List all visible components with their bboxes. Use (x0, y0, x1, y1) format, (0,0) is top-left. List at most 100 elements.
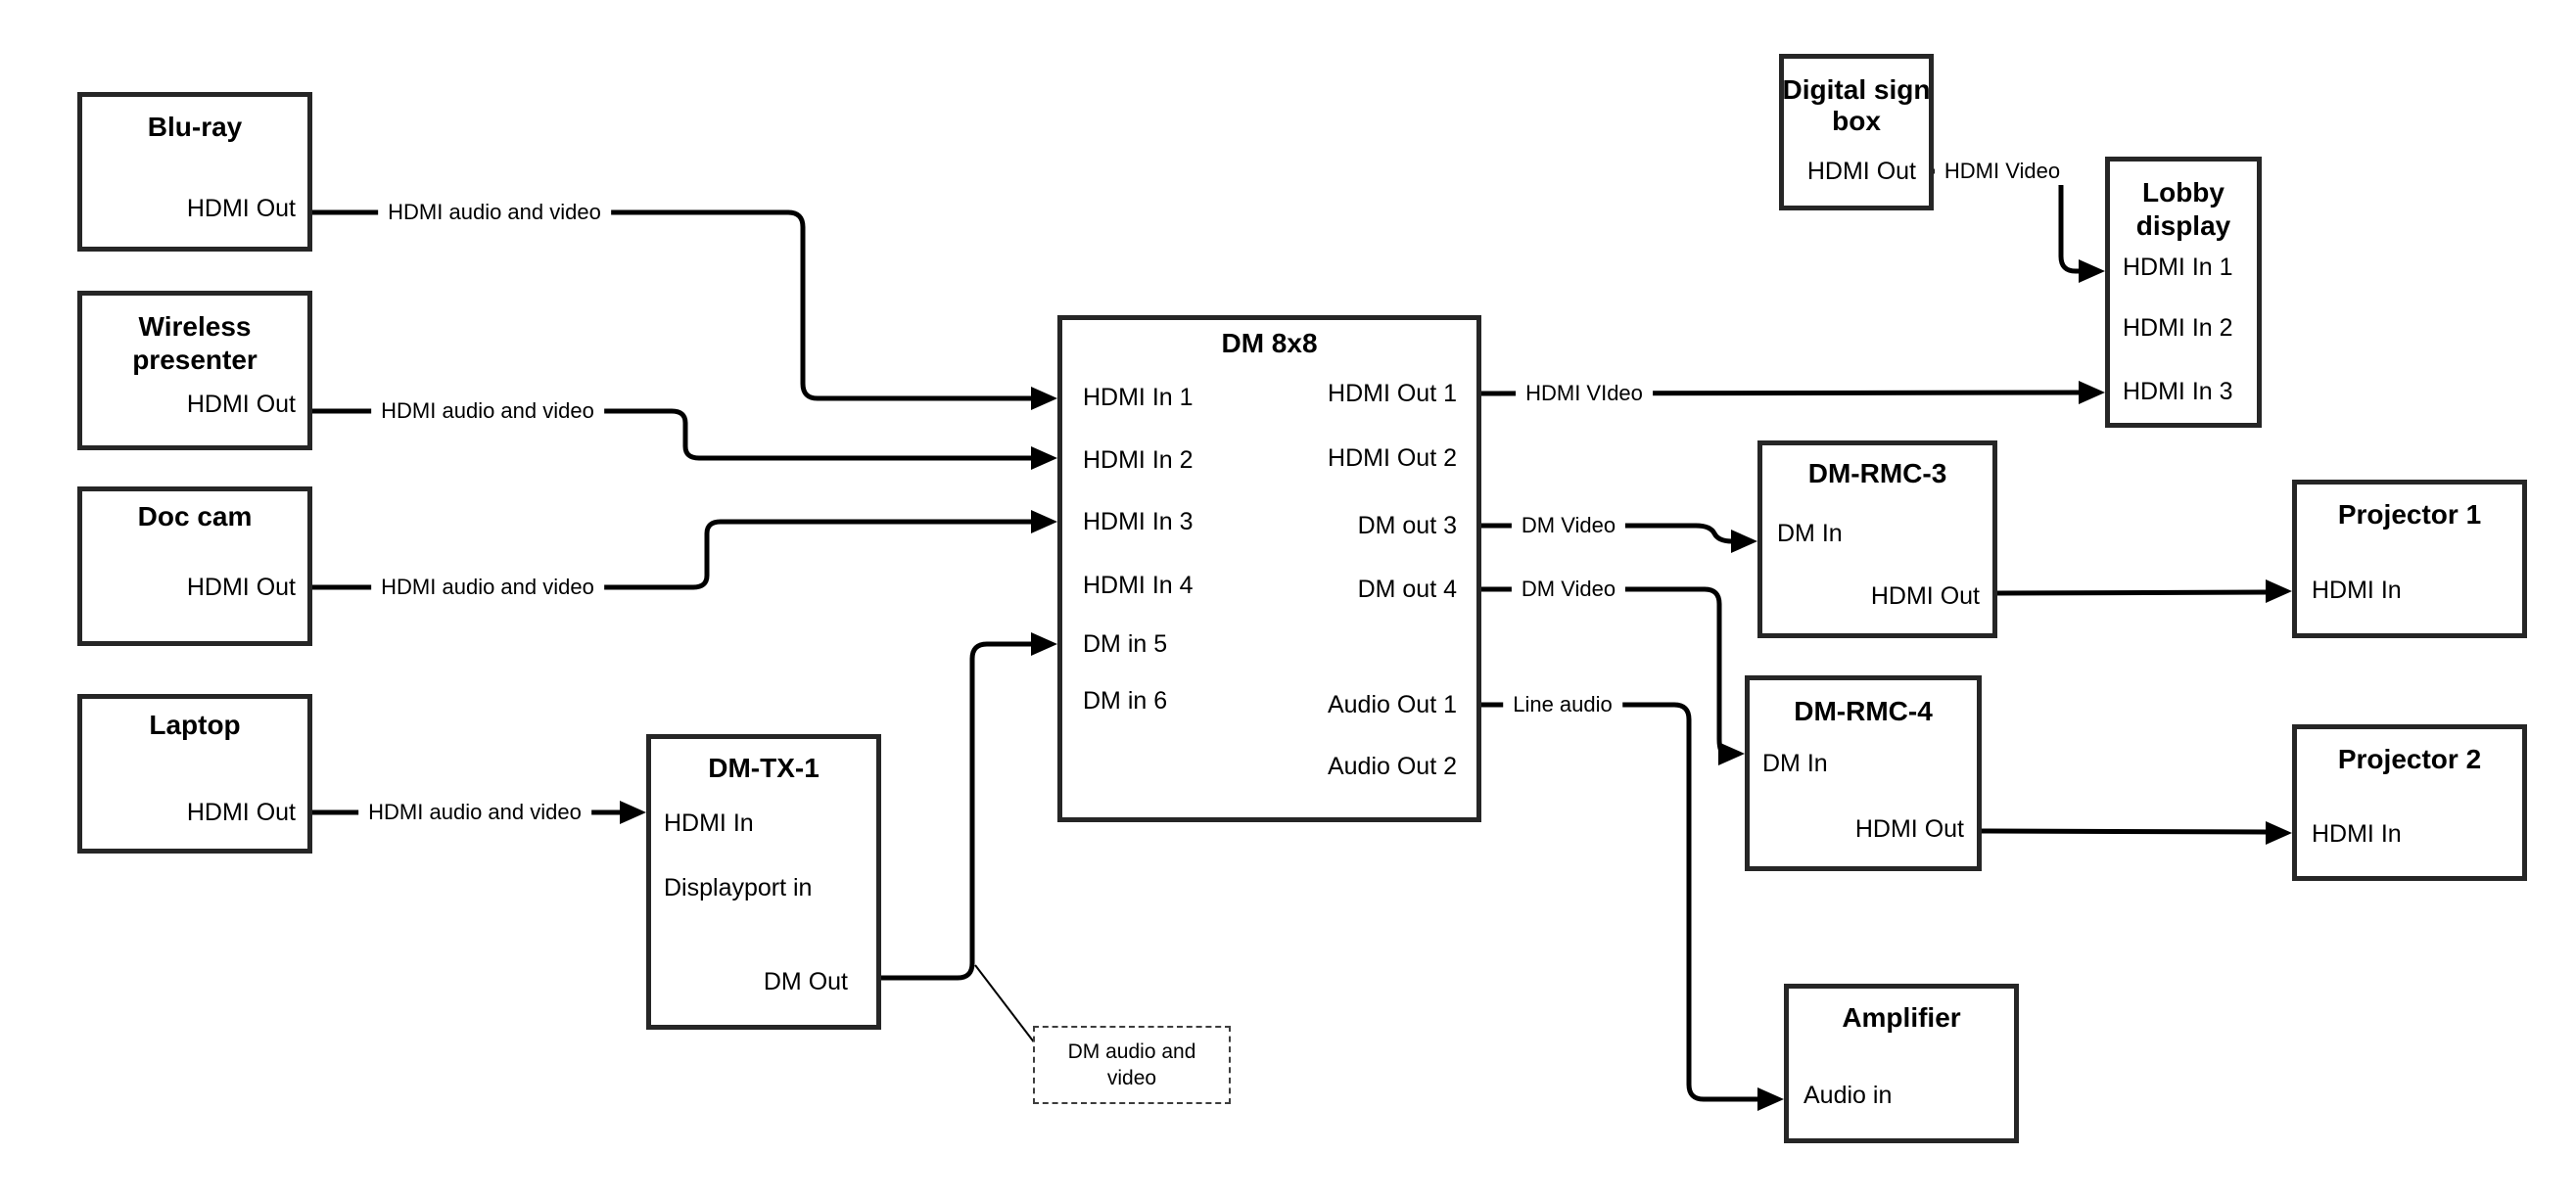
node-title-rmc3: DM-RMC-3 (1807, 458, 1947, 488)
wire-label-dm8x8-to-rmc3: DM Video (1511, 512, 1626, 539)
connector-dmtx1-to-dm8x8[interactable] (881, 632, 1057, 981)
wire-wireless-to-dm8x8[interactable] (312, 408, 1034, 461)
connector-rmc3-to-proj1[interactable] (1996, 579, 2292, 603)
connector-bluray-to-dm8x8[interactable] (312, 209, 1057, 410)
arrowhead-icon (2266, 579, 2292, 603)
node-wireless[interactable] (77, 291, 312, 450)
wire-dmtx1-to-dm8x8[interactable] (881, 641, 1034, 981)
port-doccam-hdmi-out: HDMI Out (186, 574, 296, 601)
wire-label-dm8x8-to-amplifier: Line audio (1503, 691, 1622, 718)
connector-dm8x8-to-amplifier[interactable] (1481, 702, 1784, 1111)
wire-label-dm8x8-to-rmc4: DM Video (1511, 576, 1626, 603)
port-lobby-hdmi-in-1: HDMI In 1 (2123, 254, 2233, 281)
port-dm8x8-audio-out-2: Audio Out 2 (1327, 753, 1457, 780)
arrowhead-icon (1718, 742, 1745, 765)
wire-label-bluray-to-dm8x8: HDMI audio and video (378, 199, 611, 226)
node-title-dm8x8: DM 8x8 (1221, 328, 1318, 358)
port-dmtx1-hdmi-in: HDMI In (664, 809, 754, 837)
wire-doccam-to-dm8x8[interactable] (312, 519, 1034, 590)
port-digital-sign-hdmi-out: HDMI Out (1806, 158, 1916, 185)
arrowhead-icon (1031, 387, 1057, 410)
node-laptop[interactable] (77, 694, 312, 854)
arrowhead-icon (1731, 530, 1757, 553)
port-dmtx1-displayport-in: Displayport in (664, 874, 813, 901)
port-dmtx1-dm-out: DM Out (763, 968, 848, 995)
node-title-digital-sign-line1: Digital sign (1782, 74, 1931, 105)
port-proj2-hdmi-in: HDMI In (2312, 820, 2402, 848)
arrowhead-icon (2079, 381, 2105, 404)
wire-digital-sign-to-lobby[interactable] (1934, 168, 2082, 274)
arrowhead-icon (620, 801, 646, 824)
port-amplifier-audio-in: Audio in (1803, 1082, 1893, 1109)
port-dm8x8-dm-in-5: DM in 5 (1083, 630, 1168, 658)
node-title-rmc4: DM-RMC-4 (1794, 696, 1933, 726)
port-rmc3-dm-in: DM In (1777, 520, 1843, 547)
node-title-dmtx1: DM-TX-1 (708, 753, 820, 783)
port-dm8x8-hdmi-out-2: HDMI Out 2 (1328, 444, 1457, 472)
wire-rmc4-to-proj2[interactable] (1981, 828, 2269, 835)
wire-label-laptop-to-dmtx1: HDMI audio and video (358, 799, 591, 826)
node-digital-sign[interactable] (1779, 54, 1934, 210)
node-title-laptop: Laptop (149, 710, 241, 740)
port-rmc3-hdmi-out: HDMI Out (1870, 582, 1980, 610)
node-proj2[interactable] (2292, 724, 2527, 881)
node-title-bluray: Blu-ray (147, 112, 243, 142)
node-rmc4[interactable] (1745, 675, 1982, 871)
port-proj1-hdmi-in: HDMI In (2312, 577, 2402, 604)
port-wireless-hdmi-out: HDMI Out (186, 391, 296, 418)
port-dm8x8-hdmi-in-2: HDMI In 2 (1083, 446, 1194, 474)
node-title-proj2: Projector 2 (2337, 744, 2482, 774)
note-leader-line (974, 964, 1036, 1044)
node-doccam[interactable] (77, 486, 312, 646)
note-dm-audio-video[interactable]: DM audio and video (1033, 1026, 1231, 1104)
node-dm8x8[interactable] (1057, 315, 1481, 822)
node-lobby[interactable] (2105, 157, 2262, 428)
port-dm8x8-audio-out-1: Audio Out 1 (1327, 691, 1457, 718)
wire-label-dm8x8-to-lobby: HDMI VIdeo (1516, 380, 1653, 407)
node-proj1[interactable] (2292, 480, 2527, 638)
arrowhead-icon (2266, 821, 2292, 845)
wire-label-wireless-to-dm8x8: HDMI audio and video (371, 397, 604, 425)
port-dm8x8-hdmi-in-1: HDMI In 1 (1083, 384, 1194, 411)
connector-digital-sign-to-lobby[interactable] (1934, 168, 2105, 283)
wire-rmc3-to-proj1[interactable] (1996, 589, 2269, 596)
node-title-proj1: Projector 1 (2337, 499, 2482, 530)
port-dm8x8-dm-out-3: DM out 3 (1357, 512, 1457, 539)
node-title-amplifier: Amplifier (1842, 1002, 1961, 1033)
wire-dm8x8-to-amplifier[interactable] (1481, 702, 1760, 1102)
node-bluray[interactable] (77, 92, 312, 252)
arrowhead-icon (2079, 259, 2105, 283)
wire-dm8x8-to-rmc3[interactable] (1481, 523, 1733, 544)
node-title-lobby-line2: display (2135, 210, 2231, 241)
port-laptop-hdmi-out: HDMI Out (186, 799, 296, 826)
node-amplifier[interactable] (1784, 984, 2019, 1143)
note-line: DM audio and (1067, 1040, 1196, 1063)
wire-bluray-to-dm8x8[interactable] (312, 209, 1034, 401)
node-title-doccam: Doc cam (137, 501, 253, 531)
port-rmc4-hdmi-out: HDMI Out (1854, 815, 1964, 843)
port-dm8x8-hdmi-in-3: HDMI In 3 (1083, 508, 1194, 535)
node-title-digital-sign-line2: box (1832, 106, 1881, 136)
wire-label-doccam-to-dm8x8: HDMI audio and video (371, 574, 604, 601)
connector-dm8x8-to-rmc3[interactable] (1481, 523, 1757, 553)
node-title-wireless-line1: Wireless (138, 311, 252, 342)
wire-label-digital-sign-to-lobby: HDMI Video (1934, 158, 2071, 185)
node-rmc3[interactable] (1757, 440, 1997, 638)
port-dm8x8-dm-in-6: DM in 6 (1083, 687, 1168, 715)
port-lobby-hdmi-in-3: HDMI In 3 (2123, 378, 2233, 405)
arrowhead-icon (1031, 446, 1057, 470)
connector-rmc4-to-proj2[interactable] (1981, 821, 2292, 845)
arrowhead-icon (1031, 510, 1057, 533)
connector-wireless-to-dm8x8[interactable] (312, 408, 1057, 470)
node-dmtx1[interactable] (646, 734, 881, 1030)
connector-dm8x8-to-rmc4[interactable] (1481, 586, 1745, 765)
node-title-lobby-line1: Lobby (2142, 177, 2225, 208)
connector-doccam-to-dm8x8[interactable] (312, 510, 1057, 590)
node-title-wireless-line2: presenter (132, 345, 258, 375)
note-line: video (1106, 1067, 1157, 1089)
port-dm8x8-dm-out-4: DM out 4 (1357, 576, 1457, 603)
arrowhead-icon (1757, 1087, 1784, 1111)
port-dm8x8-hdmi-in-4: HDMI In 4 (1083, 572, 1194, 599)
port-bluray-hdmi-out: HDMI Out (186, 195, 296, 222)
